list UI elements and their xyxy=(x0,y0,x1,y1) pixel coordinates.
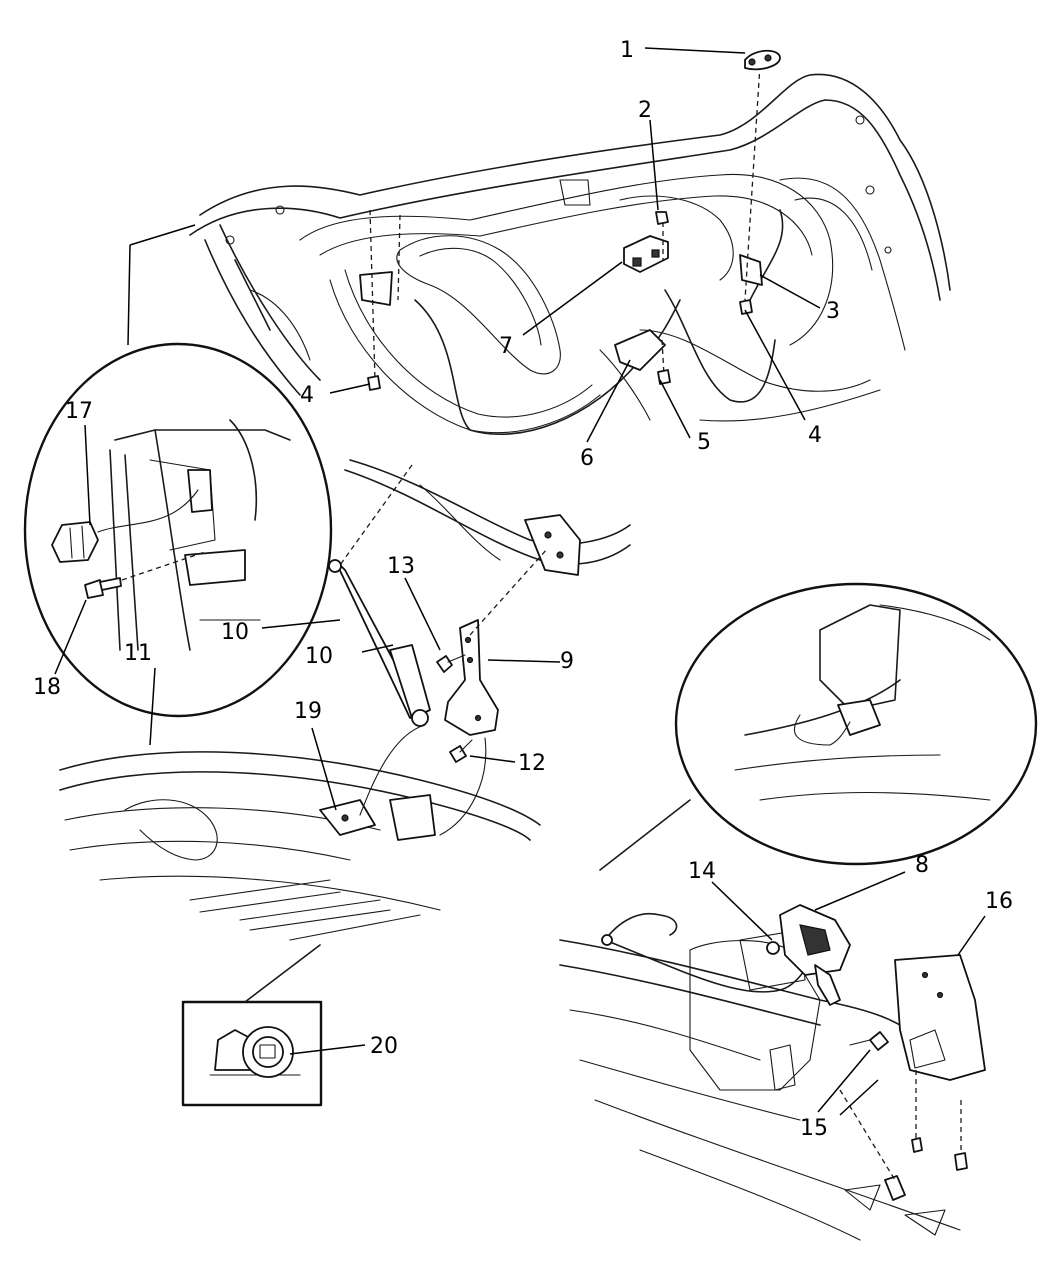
latch-cover-16 xyxy=(894,954,986,1081)
striker-inset-connector xyxy=(244,944,321,1003)
callout-9: 9 xyxy=(560,649,574,674)
callout-13: 13 xyxy=(387,554,415,579)
callout-14: 14 xyxy=(688,859,716,884)
lid-lamp-assembly xyxy=(623,235,669,273)
callout-11: 11 xyxy=(124,641,152,666)
left-oval-inset xyxy=(23,342,333,718)
callout-4b: 4 xyxy=(808,423,822,448)
lid-bracket xyxy=(359,254,763,371)
trunk-opening-right xyxy=(559,929,961,1241)
latch-assembly-8 xyxy=(766,904,851,1006)
callout-10a: 10 xyxy=(221,620,249,645)
bumper-17 xyxy=(51,521,99,563)
callout-20: 20 xyxy=(370,1034,398,1059)
right-oval-inset xyxy=(674,582,1038,866)
callout-4a: 4 xyxy=(300,383,314,408)
callout-5: 5 xyxy=(697,430,711,455)
callout-15: 15 xyxy=(800,1116,828,1141)
callout-19: 19 xyxy=(294,699,322,724)
callout-7: 7 xyxy=(499,334,513,359)
callout-labels: 1 2 3 4 4 5 6 7 8 9 10 10 11 12 13 14 15… xyxy=(33,38,1013,1141)
right-inset-connector xyxy=(599,799,691,871)
bolt-18 xyxy=(84,577,122,599)
center-upper-body xyxy=(344,459,631,576)
callout-2: 2 xyxy=(638,98,652,123)
gas-strut xyxy=(328,464,431,727)
callout-16: 16 xyxy=(985,889,1013,914)
callout-6: 6 xyxy=(580,446,594,471)
striker-inset-box xyxy=(181,1000,323,1107)
callout-12: 12 xyxy=(518,751,546,776)
lid-fasteners xyxy=(367,49,781,391)
trunk-lid-panel xyxy=(189,73,951,434)
callout-8: 8 xyxy=(915,853,929,878)
latch-fasteners-15 xyxy=(839,1031,968,1201)
callout-17: 17 xyxy=(65,399,93,424)
callout-leaders xyxy=(54,47,986,1116)
callout-10b: 10 xyxy=(305,644,333,669)
bolts-12-13 xyxy=(436,654,473,763)
trunk-opening-left xyxy=(59,724,541,941)
callout-18: 18 xyxy=(33,675,61,700)
lid-release-cable xyxy=(414,209,784,436)
callout-3: 3 xyxy=(826,299,840,324)
callout-1: 1 xyxy=(620,38,634,63)
hinge-bracket-9 xyxy=(444,547,549,736)
